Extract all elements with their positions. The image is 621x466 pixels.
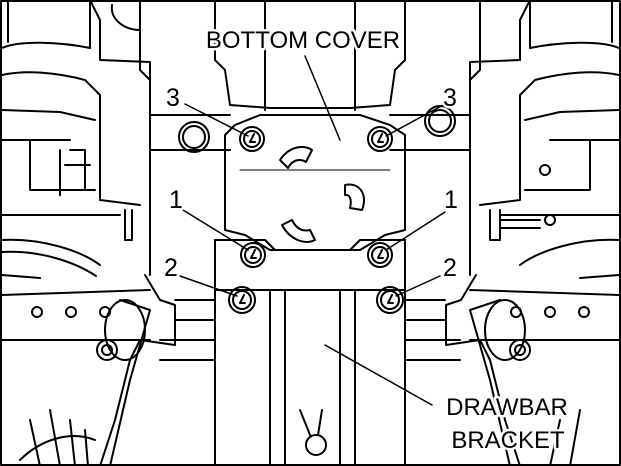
leader-bottom-cover	[304, 55, 341, 141]
callout-1-right: 1	[444, 186, 458, 214]
bolt-3-left	[239, 126, 265, 152]
left-lower-link	[19, 274, 176, 466]
left-rail-hole-1	[31, 306, 43, 318]
leader-drawbar-bracket	[324, 344, 433, 406]
bottom-cover-label: BOTTOM COVER	[206, 27, 400, 54]
drawbar-bracket	[159, 239, 461, 466]
left-fender-assembly	[1, 0, 151, 341]
bolt-2-left	[228, 286, 256, 314]
callout-2-right: 2	[443, 254, 457, 282]
callout-2-left: 2	[164, 254, 178, 282]
right-rail-hole-1	[578, 306, 590, 318]
drawbar-label-line2: BRACKET	[451, 427, 565, 454]
right-fitting-circle	[539, 164, 551, 176]
leader-3-right	[385, 103, 446, 137]
leader-2-right	[395, 275, 441, 297]
bolt-1-right	[367, 242, 393, 268]
bolt-group	[228, 126, 404, 314]
cover-grip-top	[279, 146, 313, 169]
drawbar-pin-icon	[305, 434, 327, 456]
bottom-cover-plate	[224, 114, 406, 251]
right-hitch-pin-icon	[509, 339, 531, 361]
bolt-3-right	[367, 126, 393, 152]
leader-3-left	[184, 103, 249, 137]
right-fender-assembly	[469, 0, 620, 341]
drawbar-label-line1: DRAWBAR	[446, 394, 568, 421]
left-hitch-pin-icon	[96, 339, 118, 361]
leader-lines	[179, 55, 446, 406]
leader-1-right	[385, 211, 446, 251]
bolt-2-right	[376, 286, 404, 314]
cover-grip-right	[344, 183, 365, 211]
cover-grip-bottom	[281, 219, 316, 243]
callout-3-left: 3	[166, 84, 180, 112]
right-rail-hole-2	[544, 306, 556, 318]
leader-1-left	[182, 209, 249, 251]
callout-3-right: 3	[443, 84, 457, 112]
bolt-1-left	[240, 242, 266, 268]
left-upper-boss	[178, 121, 210, 153]
callout-1-left: 1	[169, 186, 183, 214]
leader-2-left	[179, 275, 238, 297]
right-lower-link	[445, 274, 581, 466]
left-rail-hole-2	[65, 306, 77, 318]
